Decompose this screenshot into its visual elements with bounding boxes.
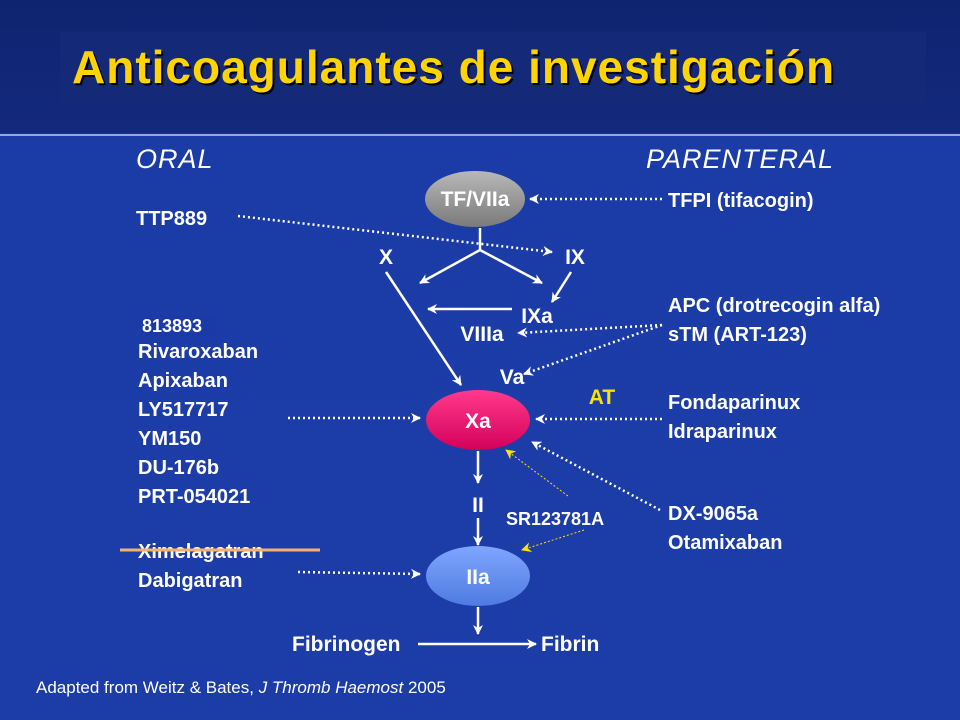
- arrow-tf-to-x: [419, 228, 482, 285]
- drug-ym150: YM150: [138, 428, 201, 450]
- drug-prt054021: PRT-054021: [138, 486, 250, 508]
- arrow-oral-to-iia: [297, 568, 421, 579]
- label-iia: IIa: [466, 566, 490, 589]
- drug-813893: 813893: [142, 316, 202, 336]
- credit-line: Adapted from Weitz & Bates, J Thromb Hae…: [36, 678, 446, 697]
- arrow-x-to-xa: [384, 271, 463, 386]
- arrow-apc-to-va: [523, 323, 663, 376]
- code-box: [140, 315, 217, 337]
- arrow-ix-to-ixa: [550, 271, 573, 303]
- arrow-tf-to-ix: [479, 248, 543, 285]
- label-xa: Xa: [465, 410, 491, 433]
- drug-idraparinux: Idraparinux: [668, 421, 777, 443]
- header-oral: ORAL: [136, 144, 214, 174]
- title-bar: Anticoagulantes de investigación: [60, 32, 926, 104]
- arrow-apc-to-viiia: [517, 323, 663, 338]
- label-x: X: [379, 246, 393, 269]
- drug-ly517717: LY517717: [138, 399, 228, 421]
- title-divider: [0, 134, 960, 136]
- drug-du176b: DU-176b: [138, 457, 219, 479]
- label-fibrinogen: Fibrinogen: [292, 633, 401, 656]
- label-ixa: IXa: [521, 305, 553, 328]
- drug-fondaparinux: Fondaparinux: [668, 392, 800, 414]
- label-at: AT: [589, 386, 616, 409]
- drug-sr123781a: SR123781A: [506, 509, 604, 529]
- label-ii: II: [472, 494, 484, 517]
- arrow-sr-to-iia: [521, 529, 585, 552]
- drug-otamixaban: Otamixaban: [668, 532, 782, 554]
- drug-dx9065a: DX-9065a: [668, 503, 759, 525]
- node-iia: [426, 546, 530, 606]
- drug-ximelagatran: Ximelagatran: [138, 541, 264, 563]
- label-va: Va: [500, 366, 525, 389]
- label-viiia: VIIIa: [460, 323, 504, 346]
- drug-stm: sTM (ART-123): [668, 324, 807, 346]
- slide-title: Anticoagulantes de investigación: [72, 41, 836, 93]
- arrow-dx-to-xa: [531, 440, 661, 512]
- drug-apixaban: Apixaban: [138, 370, 228, 392]
- arrow-sr-to-xa: [505, 449, 569, 497]
- drug-ttp889: TTP889: [136, 208, 207, 230]
- label-fibrin: Fibrin: [541, 633, 599, 656]
- drug-dabigatran: Dabigatran: [138, 570, 242, 592]
- node-xa: [426, 390, 530, 450]
- drug-rivaroxaban: Rivaroxaban: [138, 341, 258, 363]
- drug-tfpi: TFPI (tifacogin): [668, 190, 814, 212]
- drug-apc: APC (drotrecogin alfa): [668, 295, 880, 317]
- label-tf-viia: TF/VIIa: [441, 188, 510, 211]
- node-tf-viia: [425, 171, 525, 227]
- label-ix: IX: [565, 246, 585, 269]
- header-parenteral: PARENTERAL: [646, 144, 834, 174]
